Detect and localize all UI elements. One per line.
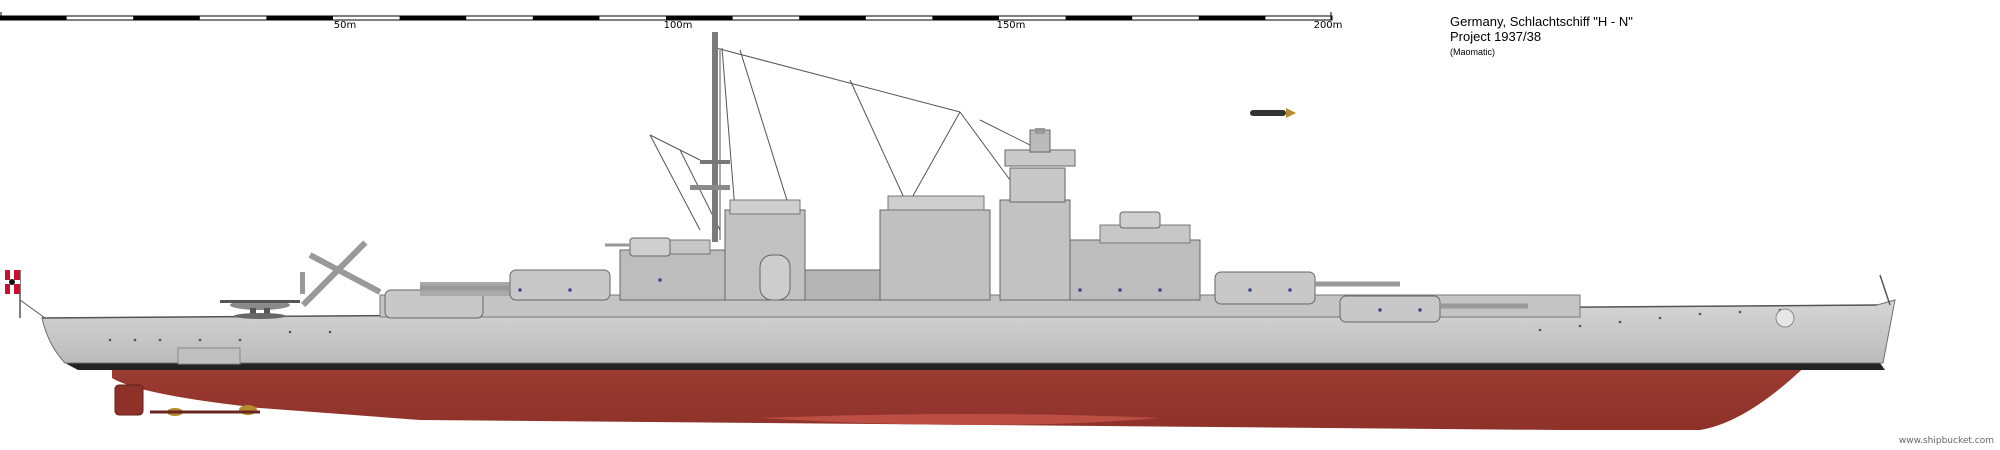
propeller-icon <box>114 384 260 416</box>
scale-bar: 50m 100m 150m 200m <box>0 0 2000 40</box>
jackstaff <box>1879 274 1891 306</box>
turret-d-barrel <box>308 252 382 295</box>
funnel <box>879 209 991 301</box>
naval-ensign-icon <box>5 270 21 318</box>
turret-c <box>420 269 611 301</box>
main-mast <box>712 32 718 242</box>
aft-tower-top <box>729 199 801 215</box>
ship-title: Germany, Schlachtschiff "H - N" <box>1450 14 1633 29</box>
torpedo-icon <box>1250 108 1296 118</box>
scale-label-100m: 100m <box>663 20 693 31</box>
conning-tower <box>1009 167 1066 203</box>
title-block: Germany, Schlachtschiff "H - N" Project … <box>1450 14 1633 59</box>
anchor-hawse <box>1775 308 1795 328</box>
floatplane-icon <box>220 300 300 319</box>
turret-a <box>1339 295 1528 323</box>
scale-bar-graphic <box>0 12 1333 21</box>
mast-platform <box>690 185 730 190</box>
scale-label-200m: 200m <box>1313 20 1343 31</box>
forward-superstructure <box>1069 239 1201 301</box>
funnel-cap <box>887 195 985 211</box>
turret-d <box>300 240 484 319</box>
secondary-turret-aft <box>629 237 671 257</box>
scale-label-150m: 150m <box>996 20 1026 31</box>
rigging <box>649 32 1061 240</box>
foretop-antenna <box>1035 128 1045 134</box>
superstructure-windows <box>518 278 1422 312</box>
project-label: Project 1937/38 <box>1450 29 1542 44</box>
scale-label-50m: 50m <box>333 20 357 31</box>
torpedo-bulge <box>760 414 1160 425</box>
stern-panel <box>177 347 241 365</box>
secondary-turret-fwd <box>1119 211 1161 229</box>
forward-tower <box>999 199 1071 301</box>
portholes <box>108 308 1782 342</box>
author-label: (Maomatic) <box>1450 47 1496 57</box>
mast-yard <box>700 160 730 164</box>
turret-b <box>1214 271 1400 305</box>
boot-topping <box>65 363 1885 370</box>
credit-label: www.shipbucket.com <box>1898 436 1994 446</box>
aft-searchlight-tower <box>759 254 791 301</box>
